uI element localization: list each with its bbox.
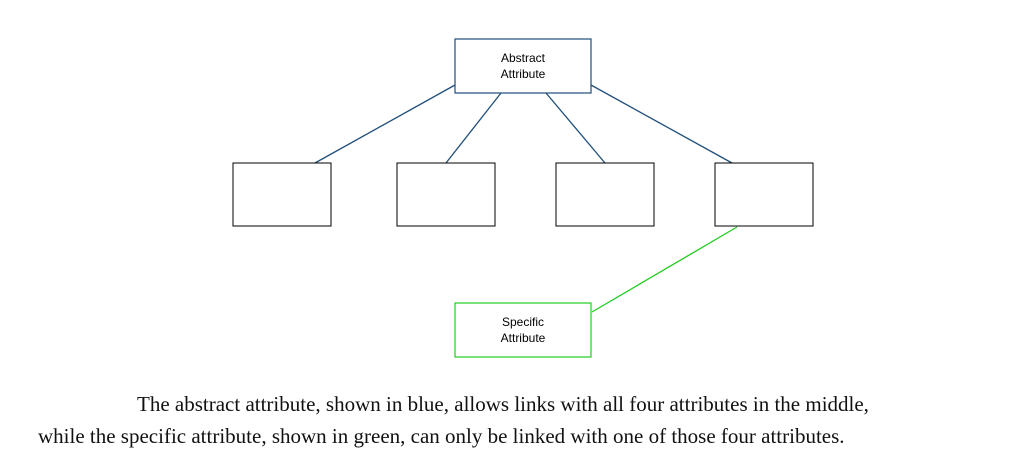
specific-attribute-label-line2: Attribute [501,331,546,345]
caption-line-2: while the specific attribute, shown in g… [38,424,845,448]
abstract-attribute-node: Abstract Attribute [454,38,592,94]
abstract-link-4 [590,84,733,164]
abstract-link-2 [445,92,502,164]
middle-attribute-node [232,162,332,227]
middle-attribute-node [396,162,496,227]
abstract-attribute-label-line2: Attribute [501,67,546,81]
middle-attribute-node [714,162,814,227]
abstract-attribute-label-line1: Abstract [501,51,546,65]
abstract-link-1 [314,84,456,164]
figure-caption: The abstract attribute, shown in blue, a… [0,388,1034,452]
abstract-link-3 [545,92,606,164]
caption-line-1: The abstract attribute, shown in blue, a… [137,392,869,416]
specific-attribute-node: Specific Attribute [454,302,592,358]
specific-attribute-label-line1: Specific [502,315,544,329]
middle-attribute-node [555,162,655,227]
specific-link [591,226,738,313]
attribute-diagram: Abstract Attribute Specific Attribute [232,38,814,358]
